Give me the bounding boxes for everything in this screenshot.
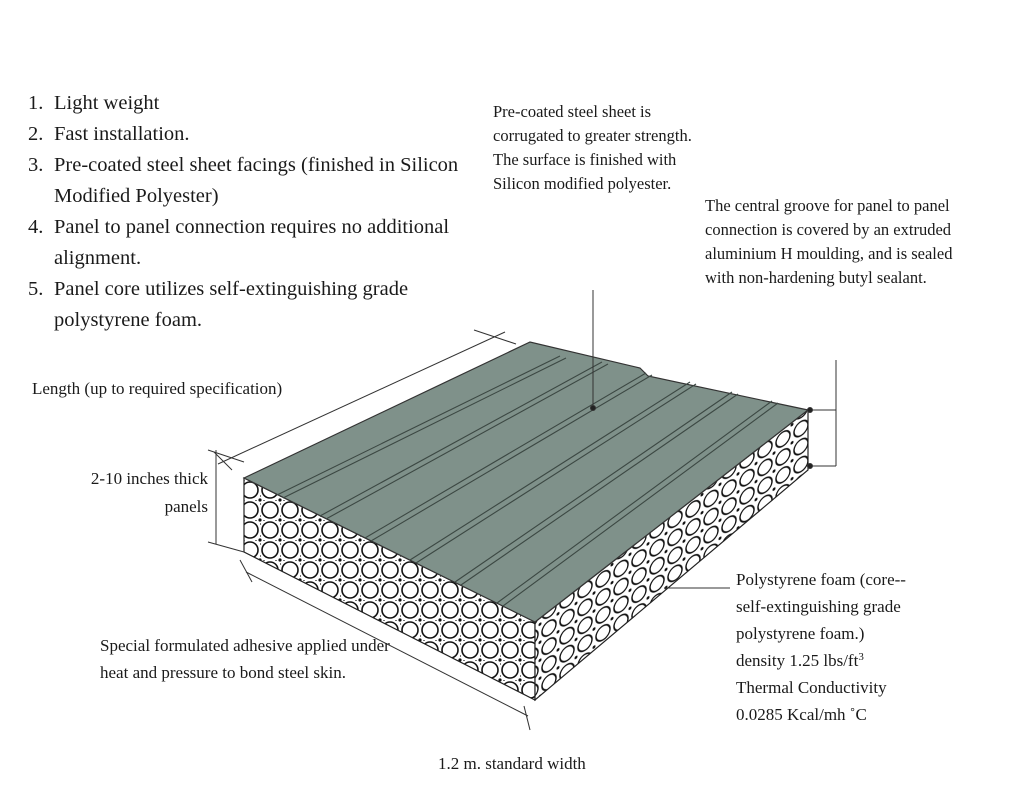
foam-density-exponent: 3 xyxy=(858,651,864,663)
feature-item: 1. Light weight xyxy=(28,88,474,119)
corrugation-ribs xyxy=(276,355,779,607)
feature-item: 5. Panel core utilizes self-extinguishing… xyxy=(28,274,474,336)
foam-core-label: Polystyrene foam (core-- self-extinguish… xyxy=(736,566,976,728)
width-dimension xyxy=(239,559,531,731)
feature-number: 2. xyxy=(28,123,44,145)
feature-item: 2. Fast installation. xyxy=(28,119,474,150)
thickness-dimension xyxy=(207,449,245,553)
length-label: Length (up to required specification) xyxy=(32,379,283,398)
foam-conductivity-value: 0.0285 Kcal/mh ˚C xyxy=(736,705,867,724)
feature-text: Panel to panel connection requires no ad… xyxy=(54,216,450,269)
steel-sheet-label: Pre-coated steel sheet is corrugated to … xyxy=(493,102,692,193)
central-groove-label: The central groove for panel to panel co… xyxy=(705,196,953,287)
feature-text: Light weight xyxy=(54,92,160,114)
steel-sheet-leader xyxy=(590,290,596,411)
adhesive-label: Special formulated adhesive applied unde… xyxy=(100,636,390,682)
feature-item: 4. Panel to panel connection requires no … xyxy=(28,212,474,274)
feature-item: 3. Pre-coated steel sheet facings (finish… xyxy=(28,150,474,212)
feature-number: 5. xyxy=(28,278,44,300)
length-dimension xyxy=(213,329,517,471)
foam-density-text: density 1.25 lbs/ft xyxy=(736,651,859,670)
feature-number: 4. xyxy=(28,216,44,238)
foam-label-line: self-extinguishing grade xyxy=(736,597,901,616)
foam-label-line: Polystyrene foam (core-- xyxy=(736,570,906,589)
feature-text: Fast installation. xyxy=(54,123,190,145)
feature-number: 3. xyxy=(28,154,44,176)
groove-leader xyxy=(807,360,837,469)
foam-conductivity-label: Thermal Conductivity xyxy=(736,678,887,697)
width-label: 1.2 m. standard width xyxy=(438,754,586,773)
feature-text: Pre-coated steel sheet facings (finished… xyxy=(54,154,459,207)
foam-density: density 1.25 lbs/ft3 xyxy=(736,647,976,674)
feature-text: Panel core utilizes self-extinguishing g… xyxy=(54,278,409,331)
steel-skin-top xyxy=(242,341,810,623)
thickness-label: 2-10 inches thick panels xyxy=(90,469,208,516)
feature-number: 1. xyxy=(28,92,44,114)
foam-label-line: polystyrene foam.) xyxy=(736,624,865,643)
feature-list: 1. Light weight 2. Fast installation. 3. Pr… xyxy=(28,88,474,336)
